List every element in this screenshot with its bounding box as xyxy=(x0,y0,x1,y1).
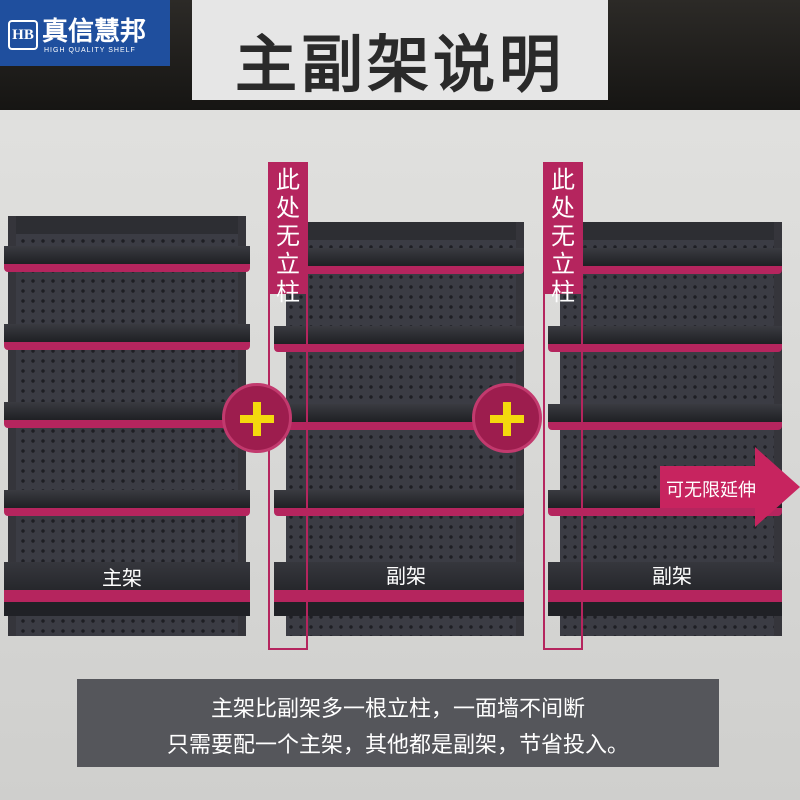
shelf-board xyxy=(4,246,250,272)
main-shelf-label: 主架 xyxy=(102,566,142,590)
no-post-tag-1: 此 处 无 立 柱 xyxy=(269,162,307,306)
shelf-top-bar xyxy=(286,222,524,240)
shelf-base-strip xyxy=(274,590,524,602)
shelf-top-bar xyxy=(8,216,246,234)
tag-char: 此 xyxy=(551,166,575,194)
shelf-board xyxy=(4,490,250,516)
tag-char: 柱 xyxy=(551,278,575,306)
shelf-base-bottom xyxy=(548,602,782,616)
shelf-board xyxy=(4,324,250,350)
shelf-base-strip xyxy=(548,590,782,602)
tag-char: 处 xyxy=(276,194,300,222)
no-post-tag-2: 此 处 无 立 柱 xyxy=(544,162,582,306)
logo-name: 真信慧邦 xyxy=(42,17,147,47)
shelf-base-strip xyxy=(4,590,250,602)
shelf-base-bottom xyxy=(274,602,524,616)
tag-char: 无 xyxy=(276,222,300,250)
shelf-board xyxy=(274,248,524,274)
shelf-board xyxy=(548,248,782,274)
tag-char: 无 xyxy=(551,222,575,250)
shelf-board xyxy=(548,404,782,430)
tag-char: 处 xyxy=(551,194,575,222)
logo-mark: HB xyxy=(8,20,38,50)
shelf-board xyxy=(548,326,782,352)
extend-text: 可无限延伸 xyxy=(666,480,756,501)
sub-shelf-2: 副架 xyxy=(548,222,782,636)
plus-icon xyxy=(472,383,542,453)
tag-char: 立 xyxy=(276,250,300,278)
main-shelf: 主架 xyxy=(4,216,250,636)
shelf-board xyxy=(4,402,250,428)
title-box: 主副架说明 xyxy=(192,0,608,101)
shelf-top-bar xyxy=(560,222,782,240)
plus-icon xyxy=(222,383,292,453)
shelf-base-bottom xyxy=(4,602,250,616)
page-title: 主副架说明 xyxy=(234,28,565,101)
sub-shelf-label-2: 副架 xyxy=(652,564,692,588)
note-line-2: 只需要配一个主架，其他都是副架，节省投入。 xyxy=(166,733,629,758)
arrow-right-icon: 可无限延伸 xyxy=(660,447,800,527)
shelf-board xyxy=(274,326,524,352)
arrow-head xyxy=(755,447,800,527)
header-bar: HB 真信慧邦 HIGH QUALITY SHELF 主副架说明 xyxy=(0,0,800,110)
tag-char: 立 xyxy=(551,250,575,278)
tag-char: 柱 xyxy=(276,278,300,306)
note-line-1: 主架比副架多一根立柱，一面墙不间断 xyxy=(210,697,585,722)
tag-char: 此 xyxy=(276,166,300,194)
brand-logo: HB 真信慧邦 HIGH QUALITY SHELF xyxy=(0,0,170,66)
sub-shelf-label-1: 副架 xyxy=(386,564,426,588)
logo-subtitle: HIGH QUALITY SHELF xyxy=(44,47,136,54)
shelf-board xyxy=(274,490,524,516)
note-box: 主架比副架多一根立柱，一面墙不间断 只需要配一个主架，其他都是副架，节省投入。 xyxy=(77,679,719,767)
arrow-body xyxy=(660,466,756,508)
